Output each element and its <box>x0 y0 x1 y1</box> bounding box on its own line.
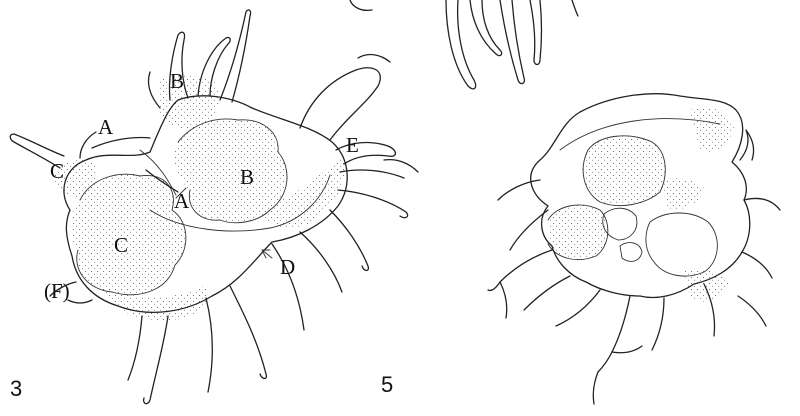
fig5-left-lobe-stipple <box>548 205 608 260</box>
figure-number-3: 3 <box>10 376 22 401</box>
fig3-label-f: (F) <box>44 279 70 303</box>
fig5-crest-stipple <box>690 108 734 152</box>
fig5-lower-stipple <box>684 269 730 302</box>
fig3-label-c-upper: C <box>50 159 64 183</box>
fig3-label-b-upper: B <box>170 69 184 93</box>
fig3-label-e: E <box>346 133 359 157</box>
figure-number-5: 5 <box>381 372 393 397</box>
fig5-central-lobe-stipple <box>583 136 665 206</box>
fig3-label-c-lower: C <box>114 233 128 257</box>
fig5-chamber-small <box>620 243 642 262</box>
pointer-d <box>262 250 272 258</box>
fig5-right-stipple <box>660 178 704 209</box>
figure-3-drawing <box>10 10 418 404</box>
figure-fragment-top <box>350 0 578 89</box>
fig5-chamber-right <box>646 213 717 276</box>
fig3-label-b-lower: B <box>240 165 254 189</box>
fig3-label-a-lower: A <box>174 189 190 213</box>
figure-5-drawing <box>488 94 780 404</box>
fig3-label-d: D <box>280 255 295 279</box>
fig3-label-a-upper: A <box>98 115 114 139</box>
